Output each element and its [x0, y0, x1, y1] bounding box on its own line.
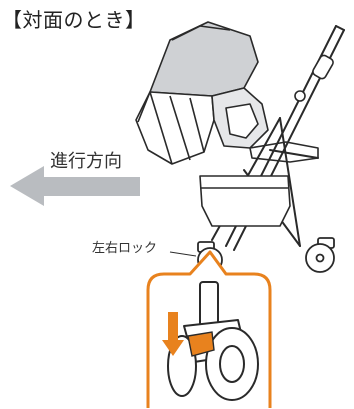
- rear-wheel: [305, 237, 335, 273]
- caster-zoom: [167, 281, 259, 401]
- lock-lever: [187, 331, 215, 357]
- callout-pointer: [169, 251, 197, 257]
- page-title: 【対面のとき】: [2, 8, 146, 32]
- lock-label: 左右ロック: [92, 241, 158, 256]
- direction-label: 進行方向: [50, 151, 122, 172]
- arrow-down-icon: [162, 312, 184, 356]
- canopy: [135, 21, 259, 165]
- arrow-left-icon: [10, 166, 140, 206]
- handle-grip: [294, 54, 334, 102]
- basket: [199, 175, 291, 227]
